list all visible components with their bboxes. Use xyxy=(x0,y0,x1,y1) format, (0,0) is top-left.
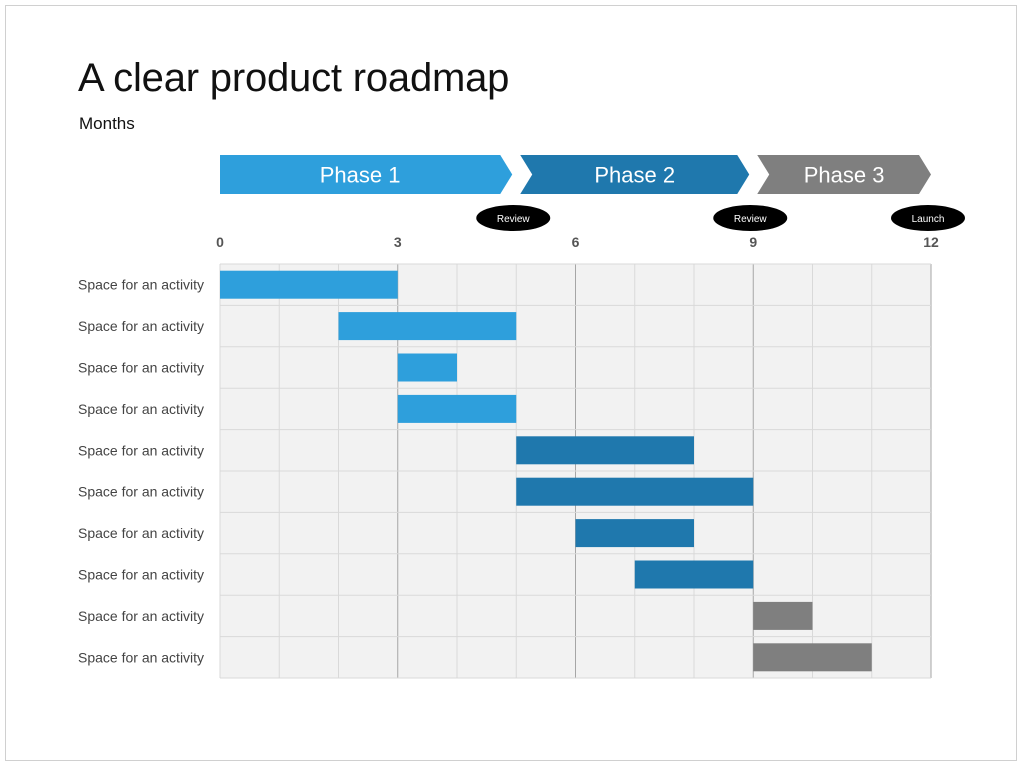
milestone-marker xyxy=(713,205,788,231)
x-tick-label: 12 xyxy=(923,234,939,250)
activity-label: Space for an activity xyxy=(78,442,204,458)
milestones: Review Review Launch xyxy=(476,205,965,231)
activity-bar xyxy=(516,436,694,465)
activity-label: Space for an activity xyxy=(78,649,204,665)
activity-label: Space for an activity xyxy=(78,401,204,417)
x-tick-label: 3 xyxy=(394,234,402,250)
phase-chevron xyxy=(520,155,750,194)
milestone-label: Launch xyxy=(912,214,945,225)
phase-chevron xyxy=(757,155,931,194)
milestone-label: Review xyxy=(734,214,768,225)
activity-bar xyxy=(516,477,754,506)
x-tick-label: 6 xyxy=(572,234,580,250)
phase-banner: Phase 1 Phase 2 Phase 3 xyxy=(220,155,931,194)
milestone-marker xyxy=(891,205,965,231)
page-title: A clear product roadmap xyxy=(78,56,510,100)
phase-label: Phase 3 xyxy=(804,163,885,188)
activity-bar xyxy=(575,519,694,548)
activity-bar xyxy=(397,353,457,382)
activity-label: Space for an activity xyxy=(78,277,204,293)
activity-label: Space for an activity xyxy=(78,567,204,583)
phase-label: Phase 2 xyxy=(594,163,675,188)
activity-label: Space for an activity xyxy=(78,360,204,376)
axis-ticks: 0 3 6 9 12 xyxy=(216,234,939,250)
x-tick-label: 0 xyxy=(216,234,224,250)
activity-label: Space for an activity xyxy=(78,608,204,624)
activity-bar xyxy=(753,643,872,672)
activity-bar xyxy=(397,394,517,423)
milestone-label: Review xyxy=(497,214,531,225)
activity-bar xyxy=(220,270,398,299)
page-subtitle: Months xyxy=(79,114,135,133)
phase-label: Phase 1 xyxy=(320,163,401,188)
activity-bar xyxy=(753,601,813,630)
activity-bars xyxy=(220,270,872,672)
grid-layer xyxy=(219,263,932,679)
milestone-marker xyxy=(476,205,551,231)
activity-bar xyxy=(634,560,754,589)
activity-label: Space for an activity xyxy=(78,318,204,334)
activity-label: Space for an activity xyxy=(78,525,204,541)
activity-label: Space for an activity xyxy=(78,484,204,500)
activity-bar xyxy=(338,312,517,341)
x-tick-label: 9 xyxy=(749,234,757,250)
phase-chevron xyxy=(220,155,513,194)
